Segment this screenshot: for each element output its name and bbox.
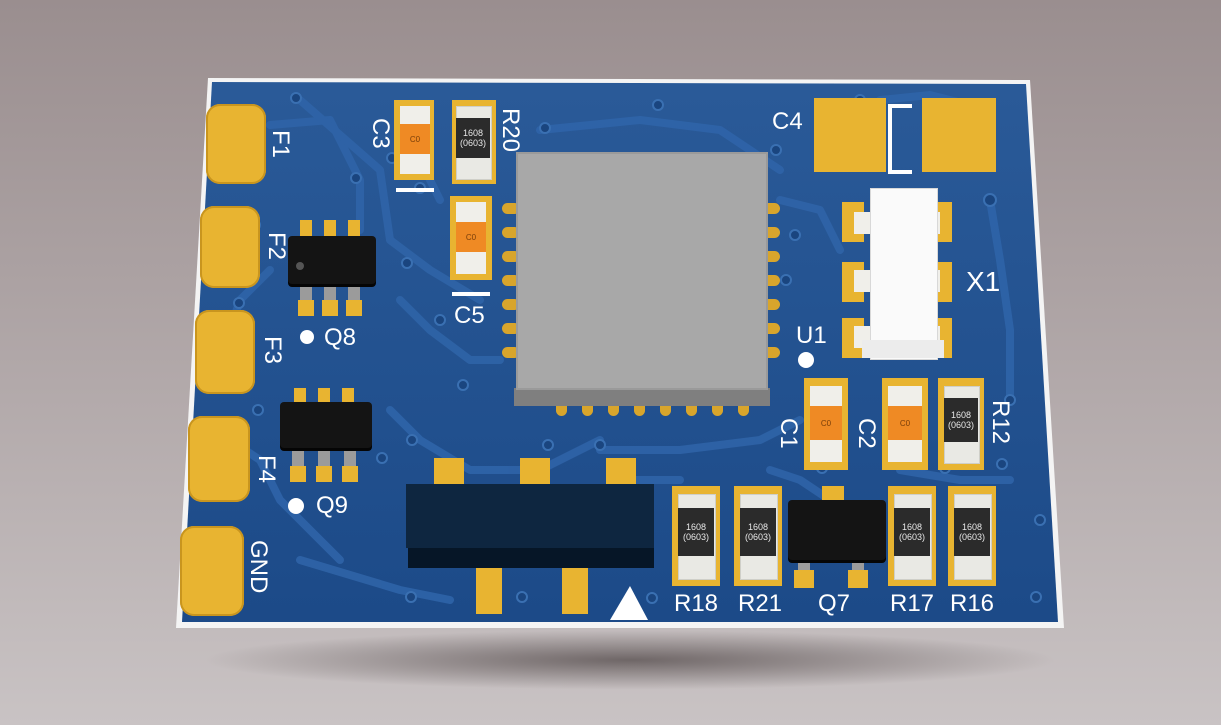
label-u1: U1 [796, 322, 827, 349]
q9-pin1-marker [288, 498, 304, 514]
u1-pin1-marker [798, 352, 814, 368]
resistor-r12-body: 1608(0603) [944, 398, 978, 442]
ic-u1-side [514, 388, 770, 406]
ic-u1 [516, 152, 768, 390]
capacitor-c2-body: C0 [888, 406, 922, 440]
label-r20: R20 [497, 108, 524, 153]
label-q8: Q8 [324, 324, 357, 351]
pad-f3 [195, 310, 255, 394]
label-r12: R12 [987, 400, 1014, 445]
label-c2: C2 [853, 418, 880, 449]
transistor-q8 [288, 236, 376, 284]
capacitor-c3-body: C0 [400, 124, 430, 154]
label-r21: R21 [738, 590, 783, 617]
label-r16: R16 [950, 590, 995, 617]
capacitor-c4-pad-left [814, 98, 886, 172]
label-c1: C1 [775, 418, 802, 449]
transistor-q9 [280, 402, 372, 448]
connector-header-side [408, 548, 654, 568]
connector-header [406, 484, 654, 548]
q8-pin1-marker [300, 330, 314, 344]
transistor-q7 [788, 500, 886, 560]
pad-f1 [206, 104, 266, 184]
resistor-r21-body: 1608(0603) [740, 508, 776, 556]
label-f2: F2 [263, 232, 290, 261]
crystal-x1 [870, 188, 938, 360]
label-f4: F4 [253, 455, 280, 484]
resistor-r20-body: 1608(0603) [456, 118, 490, 158]
capacitor-c5-body: C0 [456, 222, 486, 252]
pad-f2 [200, 206, 260, 288]
capacitor-c4-pad-right [922, 98, 996, 172]
label-c3: C3 [367, 118, 394, 149]
label-gnd: GND [245, 540, 272, 594]
resistor-r17-body: 1608(0603) [894, 508, 930, 556]
label-f3: F3 [259, 336, 286, 365]
pad-f4 [188, 416, 250, 502]
pad-gnd [180, 526, 244, 616]
label-c5: C5 [454, 302, 485, 329]
label-c4: C4 [772, 108, 803, 135]
label-x1: X1 [966, 266, 1001, 297]
label-r18: R18 [674, 590, 719, 617]
capacitor-c1-body: C0 [810, 406, 842, 440]
resistor-r16-body: 1608(0603) [954, 508, 990, 556]
label-q7: Q7 [818, 590, 851, 617]
label-r17: R17 [890, 590, 935, 617]
resistor-r18-body: 1608(0603) [678, 508, 714, 556]
board-shadow [200, 630, 1060, 690]
label-f1: F1 [267, 130, 294, 159]
label-q9: Q9 [316, 492, 349, 519]
